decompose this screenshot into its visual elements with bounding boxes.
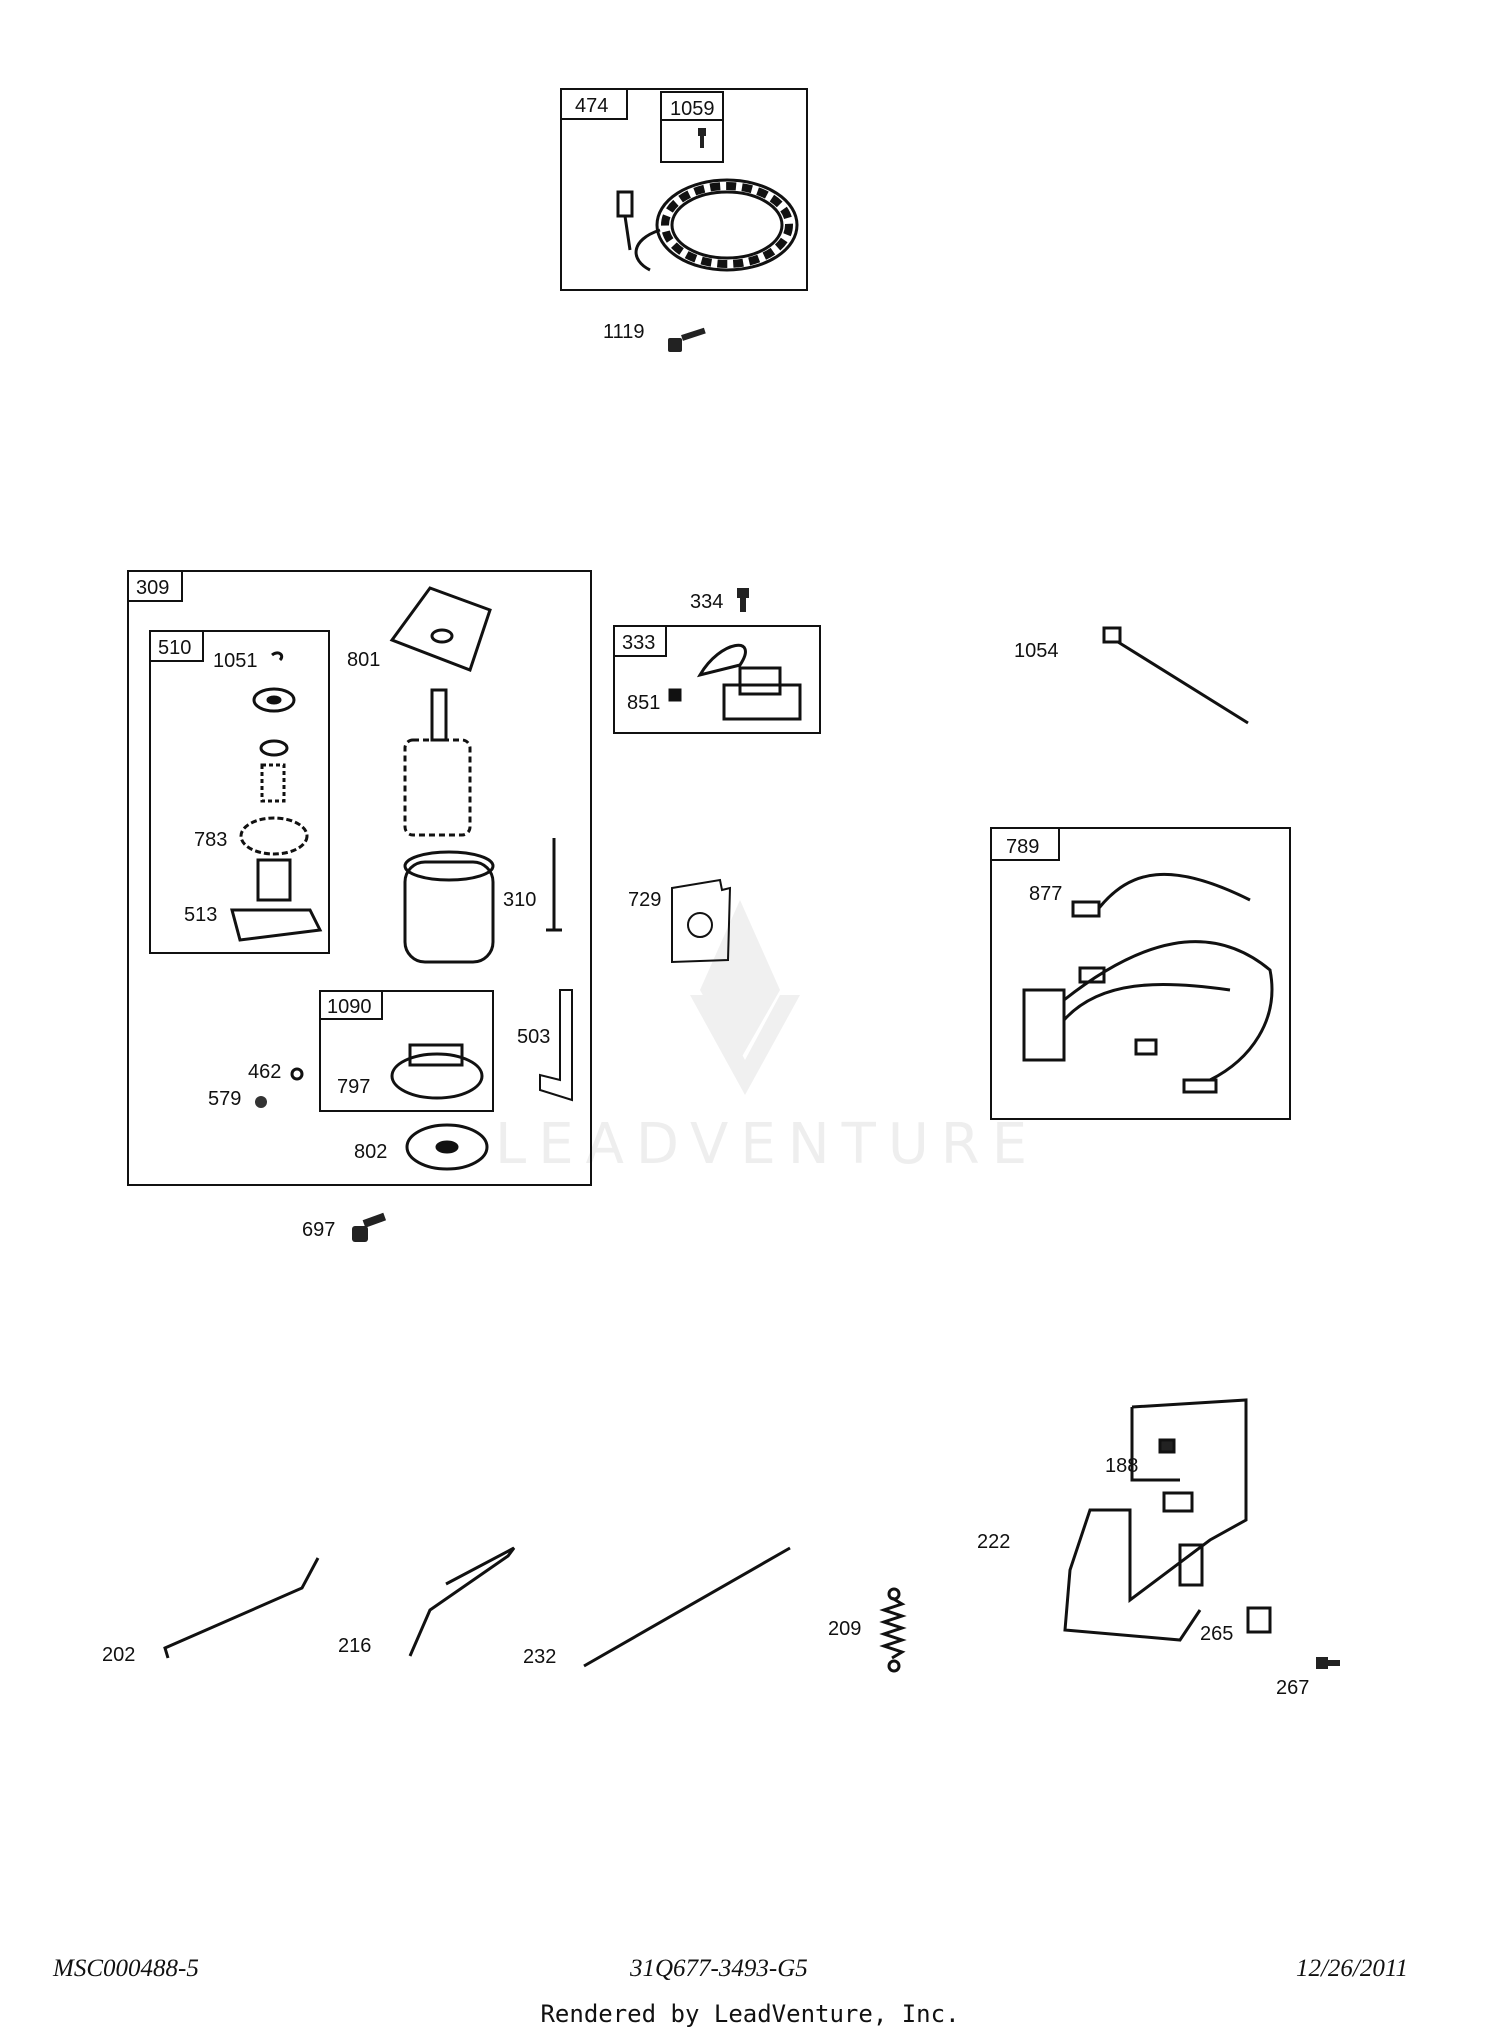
box-label-309: 309 bbox=[136, 577, 169, 599]
callout-1119: 1119 bbox=[603, 321, 645, 343]
callout-188: 188 bbox=[1105, 1455, 1138, 1477]
box-label-1059: 1059 bbox=[670, 98, 715, 120]
brush-plate-icon bbox=[390, 1043, 484, 1100]
spring-icon bbox=[879, 1587, 907, 1673]
throttle-link-icon bbox=[408, 1546, 516, 1657]
ignition-coil-icon bbox=[668, 643, 802, 721]
callout-232: 232 bbox=[523, 1646, 556, 1668]
washer-icon bbox=[290, 1067, 304, 1081]
footer-document-id: MSC000488-5 bbox=[53, 1955, 199, 1982]
bolt-icon bbox=[668, 327, 706, 352]
box-789 bbox=[990, 827, 1291, 1120]
callout-801: 801 bbox=[347, 649, 380, 671]
clip-icon bbox=[671, 878, 732, 964]
callout-1054: 1054 bbox=[1014, 640, 1059, 662]
callout-697: 697 bbox=[302, 1219, 335, 1241]
gasket-icon bbox=[405, 1123, 489, 1171]
rendered-by-credit: Rendered by LeadVenture, Inc. bbox=[540, 2000, 960, 2028]
footer-model-number: 31Q677-3493-G5 bbox=[630, 1955, 808, 1982]
box-510 bbox=[149, 630, 330, 954]
callout-797: 797 bbox=[337, 1076, 370, 1098]
callout-216: 216 bbox=[338, 1635, 371, 1657]
callout-1051: 1051 bbox=[213, 650, 258, 672]
callout-503: 503 bbox=[517, 1026, 550, 1048]
footer-date: 12/26/2011 bbox=[1295, 1955, 1408, 1982]
watermark-text: LEADVENTURE bbox=[495, 1112, 1040, 1177]
clip-icon bbox=[1246, 1606, 1272, 1634]
governor-link-icon bbox=[163, 1557, 320, 1659]
box-474 bbox=[560, 88, 808, 291]
wiring-harness-icon bbox=[1022, 872, 1274, 1094]
starter-gear-parts-icon bbox=[230, 651, 323, 942]
callout-802: 802 bbox=[354, 1141, 387, 1163]
box-label-333: 333 bbox=[622, 632, 655, 654]
box-label-789: 789 bbox=[1006, 836, 1039, 858]
box-label-1090: 1090 bbox=[327, 996, 372, 1018]
nut-icon bbox=[255, 1096, 267, 1108]
callout-877: 877 bbox=[1029, 883, 1062, 905]
callout-729: 729 bbox=[628, 889, 661, 911]
box-309 bbox=[127, 570, 592, 1186]
callout-783: 783 bbox=[194, 829, 227, 851]
stator-icon bbox=[616, 178, 799, 272]
watermark-logo-icon bbox=[690, 900, 800, 1095]
control-bracket-icon bbox=[1063, 1398, 1248, 1642]
bracket-icon bbox=[539, 989, 573, 1102]
box-label-474: 474 bbox=[575, 95, 608, 117]
callout-462: 462 bbox=[248, 1061, 281, 1083]
callout-209: 209 bbox=[828, 1618, 861, 1640]
box-1090 bbox=[319, 990, 494, 1112]
callout-310: 310 bbox=[503, 889, 536, 911]
screw-icon bbox=[698, 128, 706, 148]
starter-motor-parts-icon bbox=[389, 586, 562, 964]
callout-267: 267 bbox=[1276, 1677, 1309, 1699]
callout-513: 513 bbox=[184, 904, 217, 926]
callout-222: 222 bbox=[977, 1531, 1010, 1553]
choke-link-icon bbox=[583, 1546, 791, 1668]
cable-tie-icon bbox=[1102, 626, 1249, 725]
box-label-510: 510 bbox=[158, 637, 191, 659]
callout-579: 579 bbox=[208, 1088, 241, 1110]
box-333 bbox=[613, 625, 821, 734]
bolt-icon bbox=[352, 1212, 387, 1242]
callout-334: 334 bbox=[690, 591, 723, 613]
callout-851: 851 bbox=[627, 692, 660, 714]
callout-202: 202 bbox=[102, 1644, 135, 1666]
screw-icon bbox=[1316, 1657, 1340, 1669]
callout-265: 265 bbox=[1200, 1623, 1233, 1645]
screw-icon bbox=[737, 588, 749, 612]
